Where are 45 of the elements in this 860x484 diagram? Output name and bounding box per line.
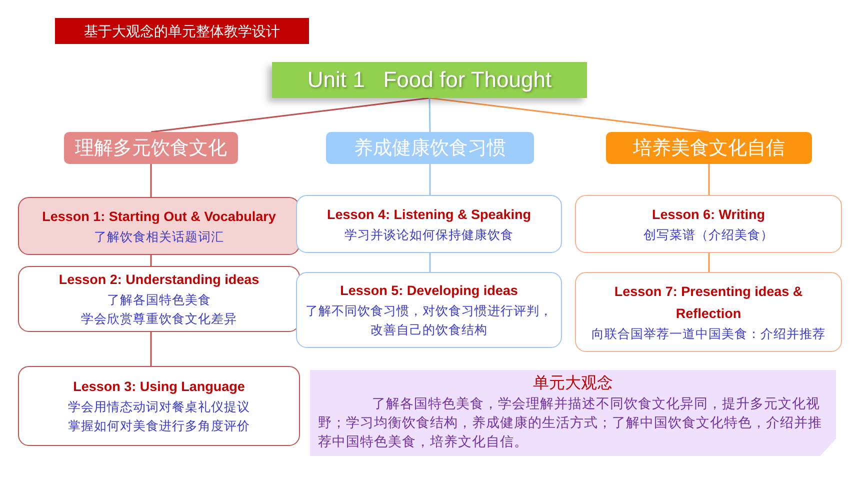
lesson-title: Lesson 1: Starting Out & Vocabulary [42, 208, 276, 226]
title-banner: 基于大观念的单元整体教学设计 [55, 18, 309, 44]
note-heading: 单元大观念 [533, 374, 613, 394]
note-paragraph: 了解各国特色美食，学会理解并描述不同饮食文化异同，提升多元文化视野；学习均衡饮食结构，养成健康的生活方式；了解中国饮食文化特色，介绍并推荐中国特色美食，培养文化自信。 [318, 395, 823, 451]
lesson-box [18, 366, 300, 446]
lesson-box [18, 197, 300, 255]
lesson-title: Lesson 2: Understanding ideas [58, 271, 260, 289]
connector-line [150, 164, 152, 197]
connector-line [429, 97, 710, 133]
lesson-title: Lesson 6: Writing [652, 206, 765, 224]
unit-title-box [272, 62, 587, 98]
connector-line [150, 332, 152, 366]
lesson-title: Lesson 5: Developing ideas [340, 282, 518, 300]
theme-box [606, 132, 812, 164]
connector-line [429, 253, 431, 272]
lesson-description: 向联合国举荐一道中国美食：介绍并推荐 [592, 326, 826, 342]
connector-line [429, 164, 431, 195]
connector-line [150, 97, 430, 133]
lesson-description: 了解各国特色美食 [107, 292, 211, 309]
lesson-box [575, 195, 842, 253]
note-box [310, 370, 836, 456]
lesson-description: 创写菜谱（介绍美食） [644, 226, 774, 244]
lesson-description: 了解不同饮食习惯，对饮食习惯进行评判，改善自己的饮食结构 [304, 303, 554, 339]
lesson-description: 了解饮食相关话题词汇 [94, 228, 224, 246]
lesson-box [296, 272, 562, 348]
connector-line [708, 253, 710, 272]
lesson-box [575, 272, 842, 352]
connector-line [150, 255, 152, 266]
lesson-description: 掌握如何对美食进行多角度评价 [68, 418, 250, 435]
lesson-description: 学会用情态动词对餐桌礼仪提议 [68, 399, 250, 416]
lesson-description: 学习并谈论如何保持健康饮食 [344, 226, 514, 244]
connector-line [708, 164, 710, 195]
theme-box [326, 132, 534, 164]
theme-title: 养成健康饮食习惯 [354, 137, 506, 161]
theme-title: 培养美食文化自信 [633, 136, 785, 161]
lesson-title: Lesson 3: Using Language [73, 378, 245, 396]
lesson-box [18, 266, 300, 332]
lesson-description: 学会欣赏尊重饮食文化差异 [81, 311, 237, 328]
lesson-title: Lesson 7: Presenting ideas & Reflection [613, 282, 804, 322]
lesson-box [296, 195, 562, 253]
connector-line [428, 98, 431, 132]
unit-title: Unit 1 Food for Thought [307, 67, 552, 93]
theme-title: 理解多元饮食文化 [75, 137, 227, 161]
theme-box [64, 132, 238, 164]
lesson-title: Lesson 4: Listening & Speaking [326, 206, 532, 224]
